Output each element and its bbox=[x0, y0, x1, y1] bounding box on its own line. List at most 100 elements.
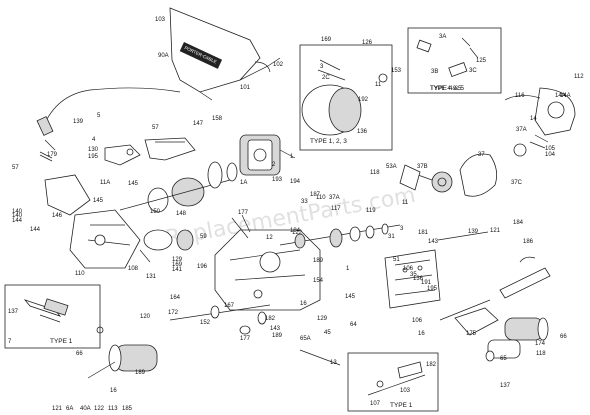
part-label-30: 2 bbox=[272, 162, 276, 168]
part-label-100: 152 bbox=[200, 320, 211, 326]
part-label-122: 64 bbox=[350, 322, 357, 328]
part-label-55: 53A bbox=[386, 164, 397, 170]
part-label-67: 186 bbox=[523, 239, 534, 245]
part-label-10: 2C bbox=[322, 75, 330, 81]
part-label-103: 189 bbox=[272, 333, 283, 339]
part-label-28: 195 bbox=[88, 154, 99, 160]
part-label-50: 140 bbox=[12, 213, 23, 219]
part-label-73: 129 bbox=[172, 257, 183, 263]
part-label-110: 118 bbox=[536, 351, 546, 357]
part-label-19: 112 bbox=[574, 74, 584, 80]
part-label-46: 146 bbox=[52, 213, 63, 219]
part-label-13: 192 bbox=[358, 97, 369, 103]
part-label-97: 7 bbox=[8, 339, 12, 345]
type1-box-right: TYPE 1 bbox=[347, 352, 439, 412]
part-label-45: 140 bbox=[12, 209, 23, 215]
part-label-109: 174 bbox=[535, 341, 546, 347]
part-label-75: 184 bbox=[290, 228, 301, 234]
part-label-120: 65 bbox=[500, 356, 507, 362]
part-label-42: 37C bbox=[511, 180, 523, 186]
part-label-101: 182 bbox=[265, 316, 276, 322]
front-handle bbox=[44, 174, 141, 269]
part-label-74: 196 bbox=[197, 264, 208, 270]
part-label-106: 106 bbox=[412, 318, 423, 324]
power-cord bbox=[36, 87, 181, 151]
part-label-125: 40A bbox=[80, 406, 91, 412]
part-label-63: 143 bbox=[428, 239, 439, 245]
part-label-25: 147 bbox=[193, 121, 204, 127]
dust-bag: PORTER-CABLE bbox=[169, 7, 281, 101]
part-label-65: 121 bbox=[490, 228, 501, 234]
part-label-112: 66 bbox=[76, 351, 83, 357]
part-label-77: 177 bbox=[238, 210, 249, 216]
part-label-71: 131 bbox=[146, 274, 157, 280]
part-label-80: 141 bbox=[172, 267, 183, 273]
part-label-66: 184 bbox=[513, 220, 524, 226]
part-label-22: 14A bbox=[555, 93, 566, 99]
part-label-41: 37B bbox=[417, 164, 428, 170]
part-label-1: 90A bbox=[158, 53, 169, 59]
fan-assembly bbox=[139, 229, 194, 263]
part-label-51: 193 bbox=[272, 177, 283, 183]
part-label-126: 122 bbox=[94, 406, 105, 412]
type-label-1-right: TYPE 1 bbox=[390, 402, 413, 409]
part-label-88: 51 bbox=[393, 257, 400, 263]
pulley-housing bbox=[504, 87, 576, 149]
part-label-115: 65A bbox=[300, 336, 311, 342]
part-label-111: 66 bbox=[560, 334, 567, 340]
part-label-68: 187 bbox=[310, 192, 321, 198]
part-label-34: 57 bbox=[12, 165, 19, 171]
rear-rollers bbox=[485, 317, 549, 362]
part-label-3: 139 bbox=[73, 119, 84, 125]
part-label-39: 194 bbox=[290, 179, 301, 185]
part-label-29: 1 bbox=[290, 154, 294, 160]
part-label-47: 144 bbox=[12, 218, 23, 224]
part-label-61: 3 bbox=[400, 226, 404, 232]
part-label-90: 35 bbox=[410, 272, 417, 278]
part-label-121: 137 bbox=[500, 383, 511, 389]
part-label-85: 154 bbox=[313, 278, 324, 284]
part-label-40: 37 bbox=[478, 152, 485, 158]
part-label-14: 136 bbox=[357, 129, 368, 135]
type-label-45: TYPE 4 & 5 bbox=[430, 85, 464, 92]
part-label-108: 175 bbox=[466, 331, 477, 337]
part-label-79: 169 bbox=[172, 262, 183, 268]
motor-housing-type123: TYPE 1, 2, 3 bbox=[299, 44, 393, 151]
part-label-107: 16 bbox=[418, 331, 425, 337]
part-label-59: 117 bbox=[331, 206, 341, 212]
part-label-124: 6A bbox=[66, 406, 73, 412]
part-label-17: 125 bbox=[476, 58, 487, 64]
part-label-92: 191 bbox=[421, 280, 432, 286]
part-label-72: 59 bbox=[200, 234, 207, 240]
handle-group bbox=[104, 137, 196, 166]
main-frame bbox=[214, 214, 321, 311]
part-label-105: 45 bbox=[324, 330, 331, 336]
part-label-117: 182 bbox=[426, 362, 437, 368]
clip-parts bbox=[39, 151, 53, 162]
platen-plate bbox=[384, 249, 441, 309]
part-label-7: 169 bbox=[321, 37, 332, 43]
part-label-95: 16 bbox=[300, 301, 307, 307]
part-label-4: 5 bbox=[97, 113, 101, 119]
part-label-83: 189 bbox=[313, 258, 324, 264]
part-label-62: 181 bbox=[418, 230, 429, 236]
drive-shaft bbox=[279, 223, 401, 249]
part-label-21: 116 bbox=[515, 93, 525, 99]
part-label-86: 129 bbox=[317, 316, 328, 322]
part-label-11: 153 bbox=[391, 68, 402, 74]
part-label-91: 136 bbox=[413, 276, 424, 282]
part-label-0: 103 bbox=[155, 17, 166, 23]
part-label-35: 145 bbox=[128, 181, 139, 187]
part-label-60: 119 bbox=[366, 208, 376, 214]
part-label-123: 121 bbox=[52, 406, 63, 412]
belt-gears bbox=[399, 143, 527, 197]
part-label-57: 11 bbox=[402, 200, 409, 206]
part-label-99: 120 bbox=[140, 314, 151, 320]
part-label-8: 126 bbox=[362, 40, 373, 46]
part-label-15: 3A bbox=[439, 34, 446, 40]
part-label-32: 105 bbox=[545, 146, 556, 152]
lever-spring bbox=[437, 231, 551, 336]
part-label-119: 107 bbox=[370, 401, 381, 407]
part-label-2: 102 bbox=[273, 62, 284, 68]
